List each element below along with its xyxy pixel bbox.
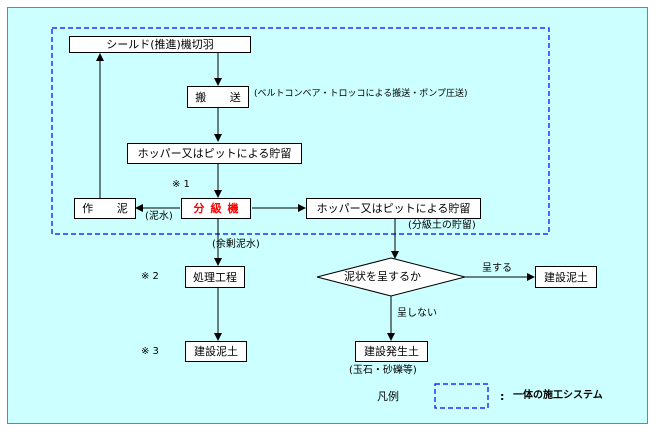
decision-label: 泥状を呈するか: [344, 270, 421, 283]
transport-note: (ベルトコンベア・トロッコによる搬送・ポンプ圧送): [254, 89, 468, 99]
legend-heading: 凡例: [377, 390, 399, 403]
mud-work-box: 作 泥: [74, 198, 136, 219]
construction-soil-box-1: 建設泥土: [185, 341, 247, 362]
yes-label: 呈する: [482, 263, 512, 274]
shield-face-box: シールド(推進)機切羽: [69, 36, 251, 53]
classified-storage-label: (分級土の貯留): [408, 220, 476, 231]
transport-box: 搬 送: [187, 86, 249, 108]
no-label: 呈しない: [397, 308, 437, 319]
system-boundary: [51, 27, 550, 235]
separator-label: 分級機: [193, 202, 245, 215]
surplus-mud-label: (余剰泥水): [212, 239, 260, 250]
hopper-storage-2-box: ホッパー又はピットによる貯留: [306, 198, 481, 219]
legend-swatch: [434, 383, 489, 409]
legend-description: 一体の施工システム: [513, 390, 603, 401]
treatment-box: 処理工程: [185, 266, 245, 288]
mud-water-label: (泥水): [145, 211, 173, 222]
legend-colon: :: [500, 390, 505, 403]
note-1: ※ 1: [172, 179, 190, 190]
note-2: ※ 2: [141, 271, 159, 282]
construction-byproduct-box: 建設発生土: [355, 341, 428, 362]
separator-box: 分級機: [181, 198, 251, 219]
construction-soil-box-2: 建設泥土: [535, 266, 597, 288]
note-3: ※ 3: [141, 346, 159, 357]
byproduct-note: (玉石・砂礫等): [349, 365, 417, 376]
hopper-storage-box: ホッパー又はピットによる貯留: [127, 143, 302, 164]
